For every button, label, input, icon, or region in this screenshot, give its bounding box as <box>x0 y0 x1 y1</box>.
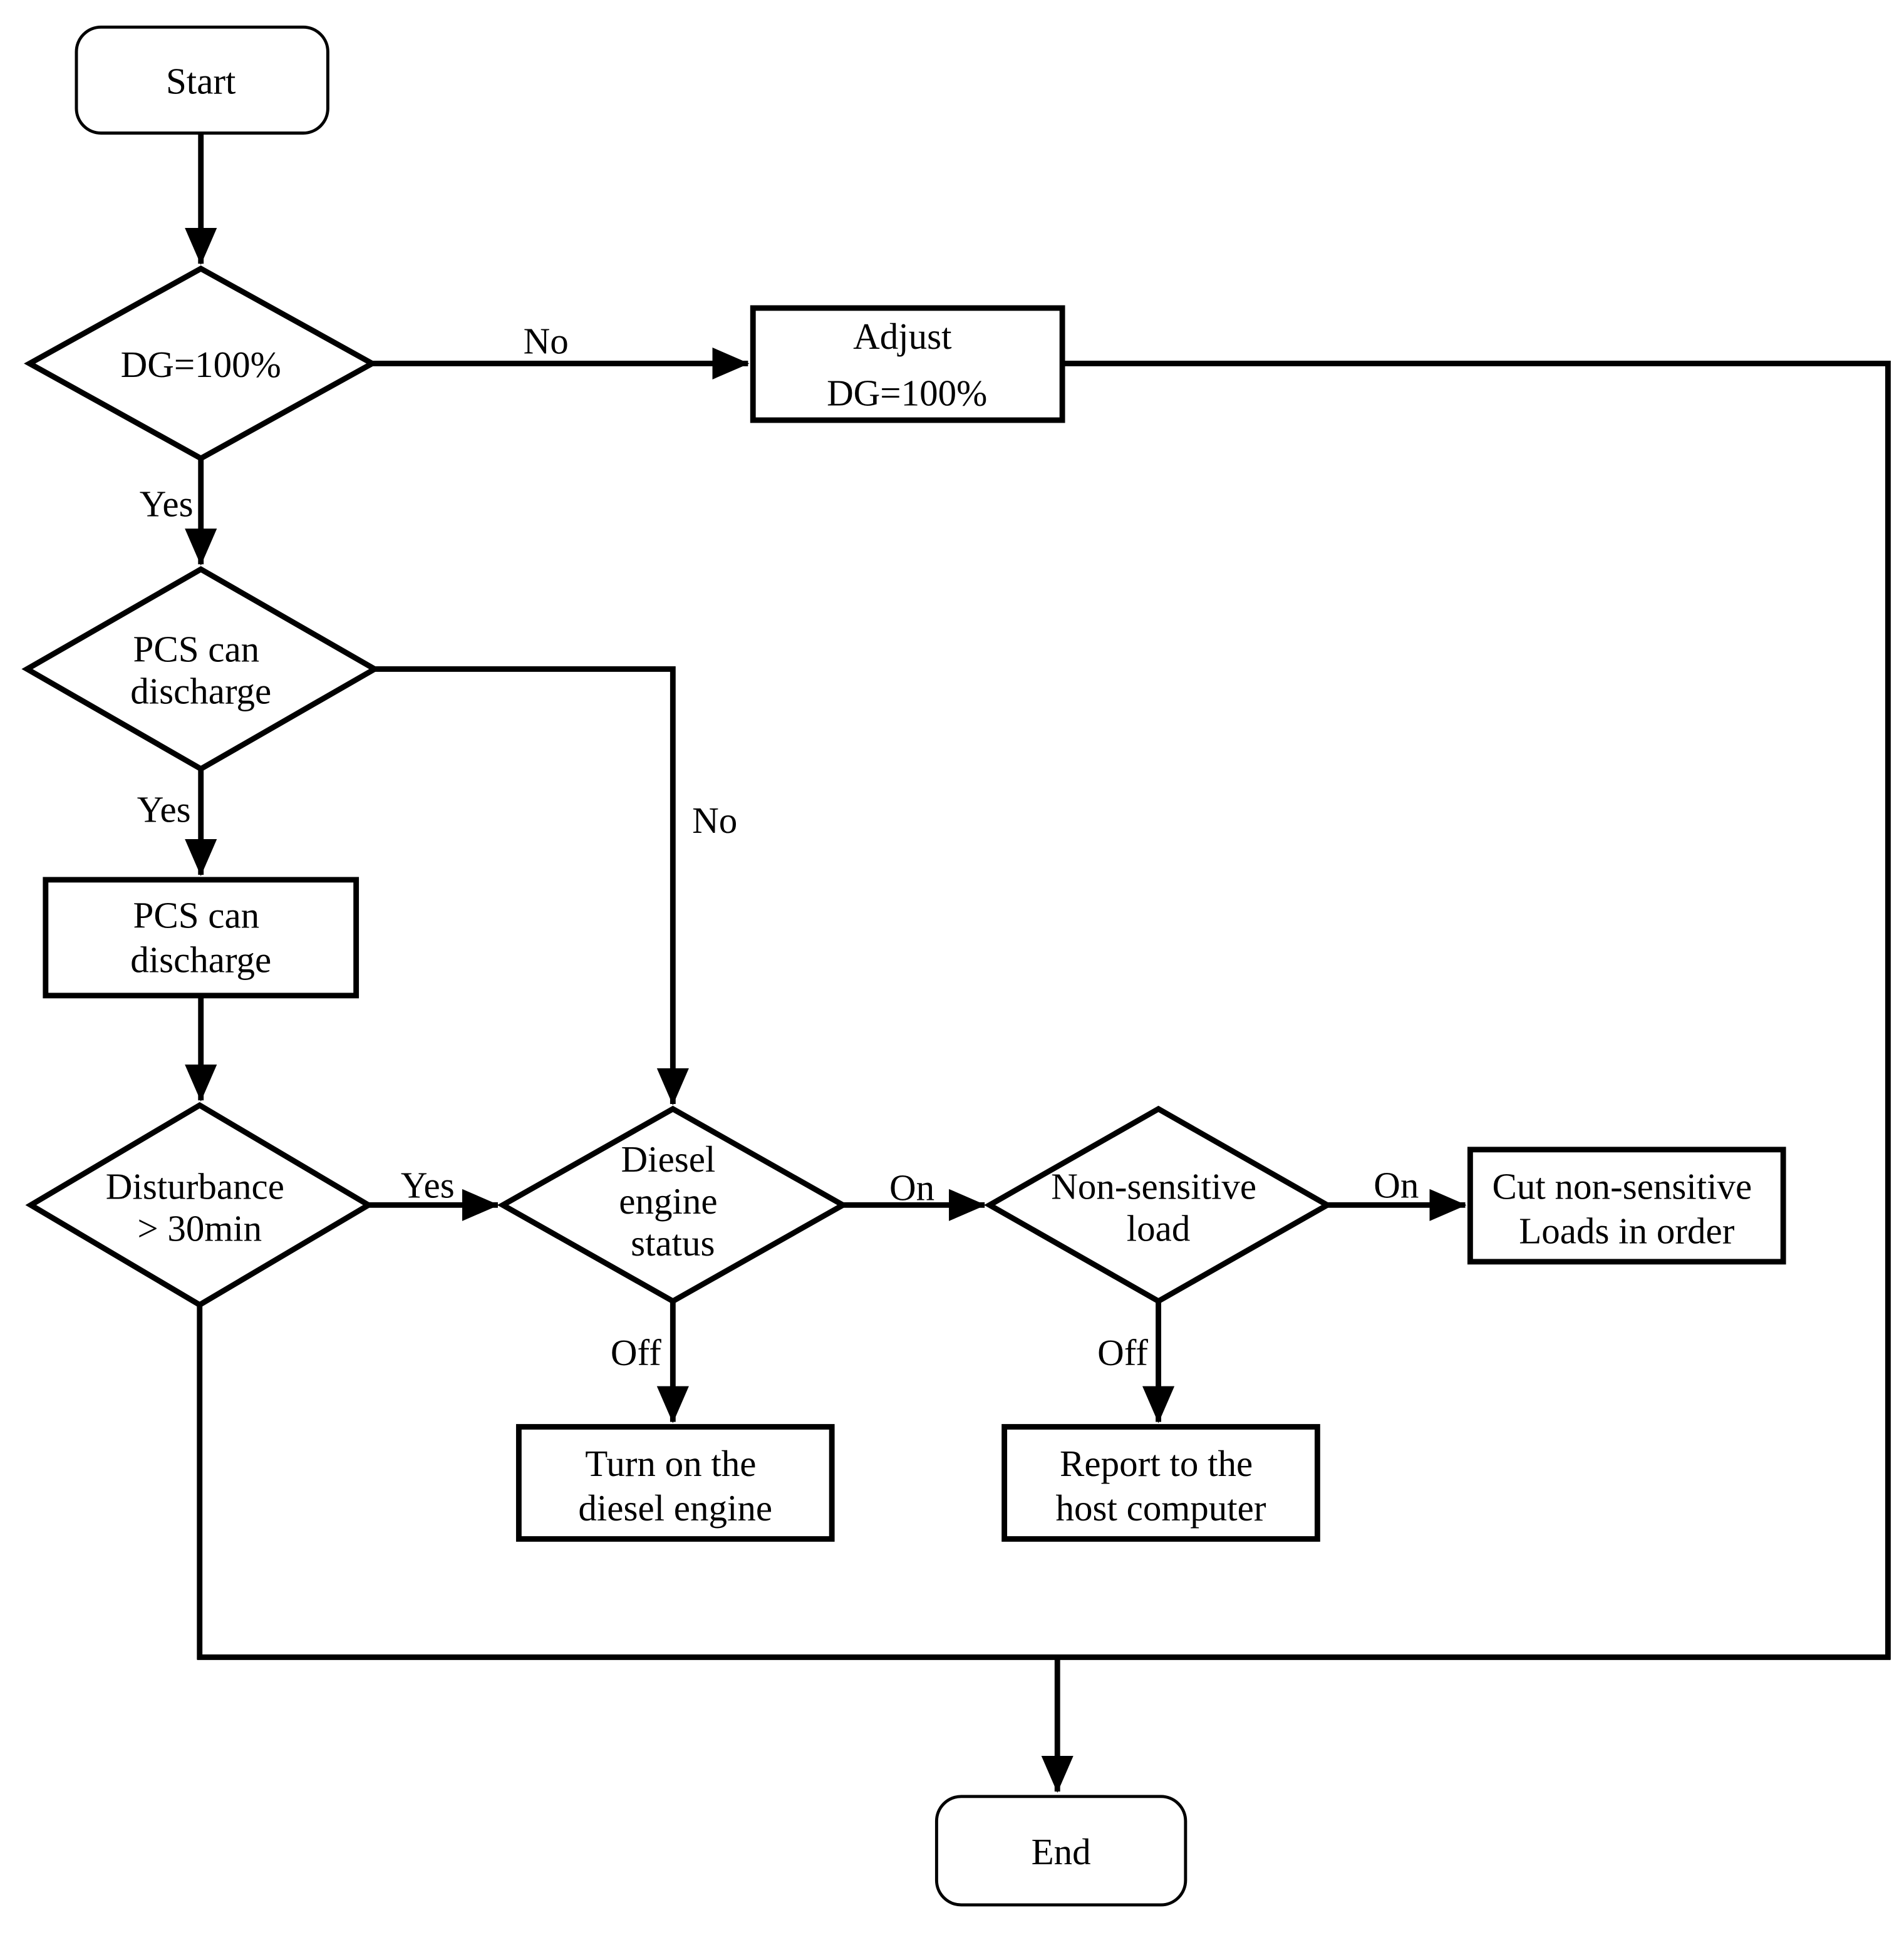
end-terminator <box>934 1795 1187 1907</box>
start-label: Start <box>166 61 236 102</box>
edge-pcs-no-to-diesel <box>375 666 689 1105</box>
end-label: End <box>1032 1831 1091 1872</box>
edge-label-pcs-no: No <box>692 800 737 841</box>
diesel-status-decision-label: Diesel engine status <box>619 1138 727 1264</box>
edge-label-pcs-yes: Yes <box>137 788 191 830</box>
edge-label-dg-yes: Yes <box>140 483 194 524</box>
pcs-check-decision-label: PCS can discharge <box>130 629 271 712</box>
pcs-discharge-process-box <box>43 877 360 999</box>
dg-decision-label: DG=100% <box>121 344 281 385</box>
dg-decision-diamond <box>24 265 378 462</box>
edge-label-diesel-on: On <box>889 1167 934 1208</box>
nonsensitive-load-decision-diamond <box>984 1105 1333 1304</box>
nonsensitive-load-decision-label: Non-sensitive load <box>1051 1166 1266 1249</box>
report-host-process-label: Report to the host computer <box>1056 1443 1266 1529</box>
adjust-process-box <box>750 305 1065 423</box>
edge-label-nonsensitive-off: Off <box>1097 1332 1148 1373</box>
diesel-status-decision-diamond <box>497 1105 849 1304</box>
disturbance-decision-diamond <box>25 1101 375 1308</box>
turn-on-diesel-process-box <box>515 1424 835 1542</box>
disturbance-decision-label: Disturbance > 30min <box>106 1166 294 1249</box>
edge-label-diesel-off: Off <box>611 1332 661 1373</box>
adjust-process-label: Adjust DG=100% <box>827 316 987 414</box>
edge-label-nonsensitive-on: On <box>1374 1165 1419 1206</box>
edge-label-dg-no: No <box>524 321 569 362</box>
turn-on-diesel-process-label: Turn on the diesel engine <box>578 1443 772 1529</box>
edge-adjust-return-line <box>1062 361 1891 1660</box>
pcs-check-decision-diamond <box>21 565 381 772</box>
edge-label-disturbance-yes: Yes <box>401 1165 455 1206</box>
cut-loads-process-label: Cut non-sensitive Loads in order <box>1493 1166 1762 1252</box>
start-terminator <box>75 25 329 135</box>
pcs-discharge-process-label: PCS can discharge <box>130 895 271 981</box>
report-host-process-box <box>1001 1424 1320 1542</box>
cut-loads-process-box <box>1467 1147 1786 1265</box>
